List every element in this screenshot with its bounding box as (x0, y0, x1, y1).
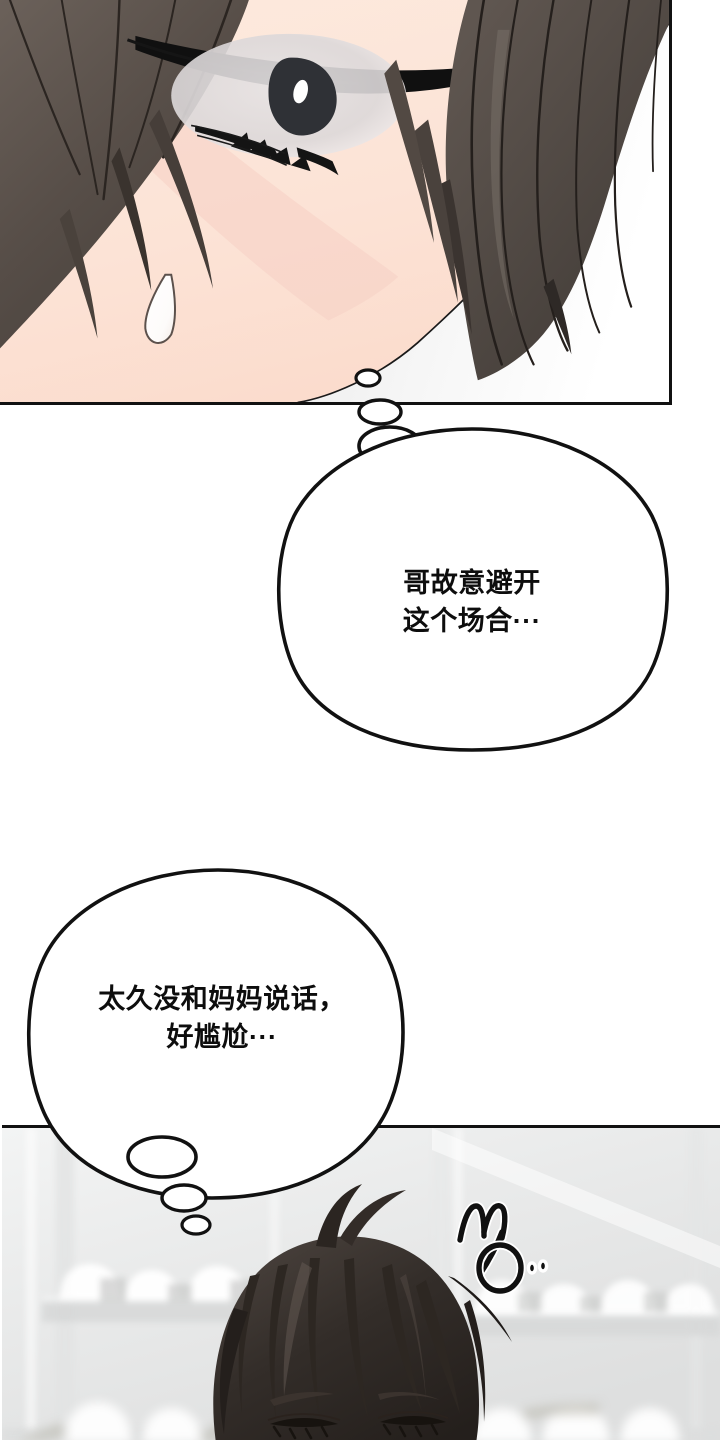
thought-bubble-body (276, 427, 670, 752)
sound-effect-glyph (455, 1201, 549, 1296)
thought-bubble-lower-shape (26, 868, 405, 1236)
thought-bubble-lower-text: 太久没和妈妈说话， 好尴尬··· (98, 984, 346, 1053)
thought-bubble-upper-text: 哥故意避开 这个场合··· (402, 568, 542, 637)
thought-tail-dot-small (354, 368, 382, 388)
thought-tail-dot-large (126, 1135, 198, 1179)
thought-bubble-body (26, 868, 405, 1200)
panel-top (0, 0, 672, 405)
thought-tail-dot-medium (357, 398, 403, 426)
thought-bubble-upper-shape (276, 368, 670, 752)
thought-tail-dot-medium (160, 1183, 208, 1213)
thought-tail-dot-small (180, 1214, 212, 1236)
panel-top-artwork (0, 0, 669, 402)
thought-bubble-lower: 太久没和妈妈说话， 好尴尬··· (22, 862, 422, 1262)
sound-effect-sigh (448, 1192, 568, 1302)
thought-bubble-upper: 哥故意避开 这个场合··· (272, 368, 672, 754)
